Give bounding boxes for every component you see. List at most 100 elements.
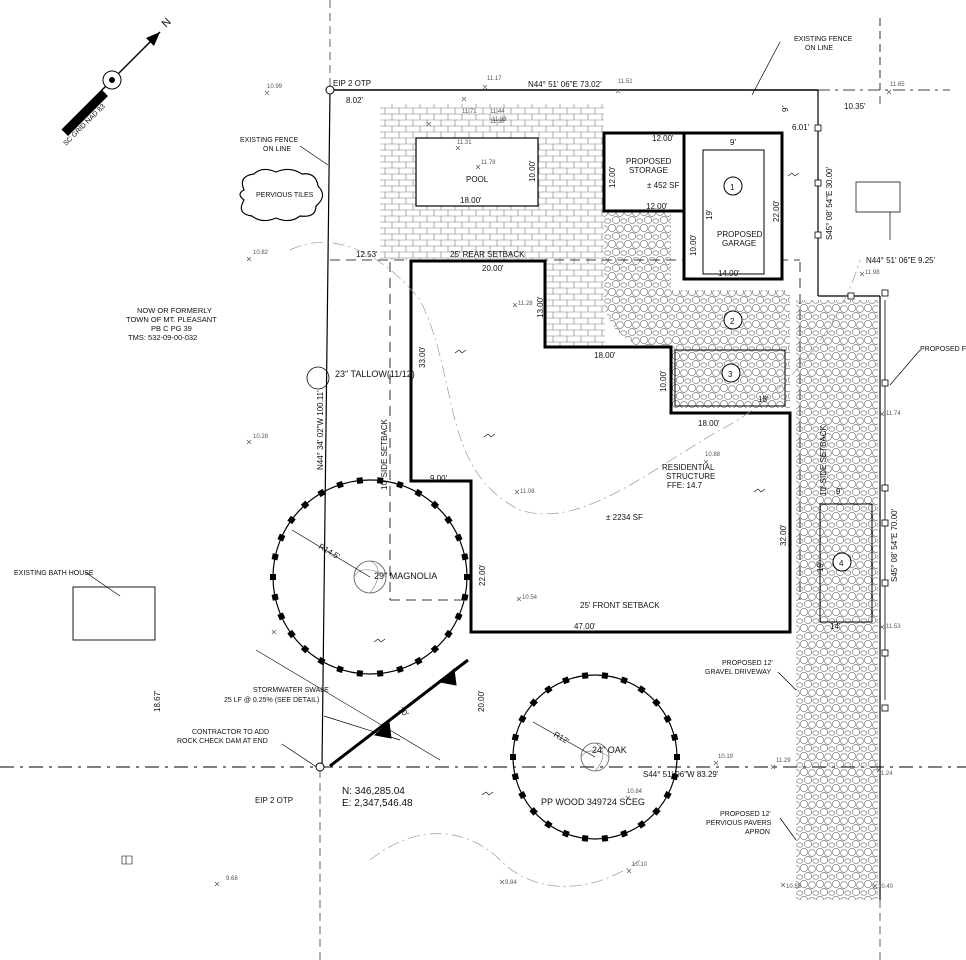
pervious-tiles-cloud	[239, 168, 324, 222]
spot-elevation: 10.88	[705, 452, 721, 458]
svg-text:11.51: 11.51	[618, 79, 633, 85]
svg-text:10.85: 10.85	[786, 884, 802, 890]
svg-text:11.29: 11.29	[776, 758, 791, 764]
oak-label: 24" OAK	[592, 745, 627, 755]
setback-front: 25' FRONT SETBACK	[580, 601, 660, 610]
svg-text:10.54: 10.54	[522, 595, 538, 601]
spot-elevation: 10.54	[522, 595, 538, 601]
dim-1867: 18.67'	[153, 690, 162, 712]
garage-1: PROPOSED	[717, 230, 763, 239]
canopy-tick	[544, 685, 553, 694]
svg-text:11.28: 11.28	[518, 301, 533, 307]
fence-left-2: ON LINE	[263, 146, 291, 153]
canopy-tick	[414, 656, 423, 666]
magnolia-radius: R14.5'	[317, 542, 342, 561]
canopy-tick	[620, 676, 628, 685]
svg-text:11.53: 11.53	[886, 624, 901, 630]
proposed-f: PROPOSED F	[920, 346, 966, 353]
canopy-tick	[444, 515, 453, 525]
spot-elevation: 11.24	[878, 771, 893, 777]
dim-2000: 20.00'	[482, 264, 504, 273]
dim-802: 8.02'	[346, 96, 364, 105]
canopy-tick	[277, 533, 286, 542]
canopy-tick	[430, 500, 440, 510]
eip-top: EIP 2 OTP	[333, 79, 371, 88]
spot-elevation: 11.28	[518, 301, 533, 307]
svg-text:10.88: 10.88	[705, 452, 721, 458]
setback-rear: 25' REAR SETBACK	[450, 250, 525, 259]
dim-2200g: 22.00'	[772, 200, 781, 222]
dim-900: 9.00'	[430, 474, 448, 483]
canopy-tick	[396, 665, 404, 674]
labels: EIP 2 OTP EIP 2 OTP N: 346,285.04 E: 2,3…	[14, 36, 966, 836]
canopy-tick	[317, 488, 326, 498]
svg-text:11.33: 11.33	[492, 117, 507, 123]
spot-elevation: 11.53	[886, 624, 901, 630]
canopy-tick	[670, 772, 679, 781]
canopy-tick	[464, 574, 470, 580]
fence-top-1: EXISTING FENCE	[794, 36, 853, 43]
north-arrow: N SC GRID NAD 83	[61, 16, 174, 147]
residence-2: STRUCTURE	[666, 472, 715, 481]
tree-magnolia	[270, 477, 470, 677]
coord-e: E: 2,347,546.48	[342, 798, 413, 809]
dim-1800pool: 18.00'	[460, 196, 482, 205]
storage-outline	[602, 131, 686, 213]
canopy-tick	[562, 829, 570, 838]
north-label: N	[160, 16, 174, 30]
dim-1000pool: 10.00'	[528, 160, 537, 182]
fence-top-2: ON LINE	[805, 45, 833, 52]
svg-text:10.10: 10.10	[632, 862, 648, 868]
svg-text:11.38: 11.38	[490, 119, 505, 125]
svg-text:10.99: 10.99	[267, 84, 283, 90]
canopy-tick	[637, 820, 646, 829]
spot-elevation: 11.29	[776, 758, 791, 764]
spot-elevation: 11.08	[520, 489, 535, 495]
spot-x-marks	[214, 84, 892, 889]
bearing-bottom: S44° 51' 06"W 83.29'	[643, 770, 719, 779]
bearing-top: N44° 51' 06"E 73.02'	[528, 80, 602, 89]
svg-text:11.78: 11.78	[481, 160, 496, 166]
canopy-tick	[336, 665, 344, 674]
spot-elevation: 11.51	[618, 79, 633, 85]
svg-text:10.84: 10.84	[627, 789, 643, 795]
owner-3: PB C PG 39	[151, 324, 192, 333]
dim-3200: 32.00'	[779, 524, 788, 546]
residence-outline	[409, 259, 792, 634]
pavers-strip	[545, 255, 605, 347]
spot-elevation: 9.68	[226, 876, 238, 882]
svg-text:10.28: 10.28	[253, 434, 269, 440]
svg-text:10.82: 10.82	[253, 250, 269, 256]
canopy-tick	[511, 772, 520, 781]
bath-house	[72, 586, 156, 641]
canopy-tick	[529, 807, 538, 816]
canopy-tick	[461, 593, 469, 601]
space-1: 1	[730, 183, 735, 192]
svg-text:11.98: 11.98	[865, 270, 880, 276]
canopy-tick	[271, 593, 279, 601]
dim-1200b: 12.00'	[608, 166, 617, 188]
storage-2: STORAGE	[629, 166, 668, 175]
canopy-tick	[356, 670, 364, 677]
dim-9: 9'	[730, 138, 736, 147]
spot-elevation: 11.74	[886, 411, 901, 417]
fence-left-1: EXISTING FENCE	[240, 137, 299, 144]
bearing-left: N44° 34' 02"W 100.11'	[316, 390, 325, 470]
dim-3300: 33.00'	[418, 346, 427, 368]
canopy-tick	[271, 553, 279, 561]
spot-elevation: 11.71	[462, 109, 477, 115]
canopy-tick	[511, 733, 520, 742]
tree-tallow	[306, 366, 330, 390]
owner-2: TOWN OF MT. PLEASANT	[126, 315, 217, 324]
spot-elevations: 10.99 11.17 11.51 11.65 11.71 11.44 11.3…	[226, 76, 905, 890]
dim-18: 18'	[758, 395, 769, 404]
canopy-ticks	[270, 477, 470, 677]
spot-elevation: 11.31	[457, 140, 472, 146]
svg-text:11.44: 11.44	[490, 109, 505, 115]
canopy-tick	[601, 835, 609, 842]
utility-pole: PP WOOD 349724 SCEG	[541, 797, 645, 807]
dim-19: 19'	[705, 209, 714, 220]
canopy-tick	[300, 500, 310, 510]
spot-elevation: 10.10	[632, 862, 648, 868]
canopy-tick	[674, 754, 680, 760]
